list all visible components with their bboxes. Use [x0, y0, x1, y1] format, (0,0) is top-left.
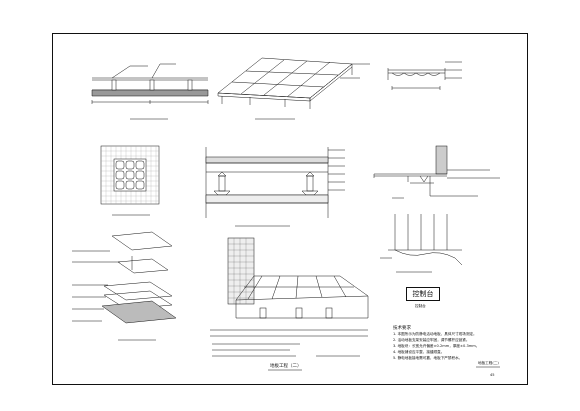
edge-section [387, 61, 462, 90]
cable-routing-diagram [380, 214, 463, 273]
note-line: 2. 活动地板支架安装应牢固，调节螺杆应锁紧。 [393, 338, 470, 342]
floor-section-elevation [91, 63, 209, 120]
isometric-floor [217, 57, 370, 120]
control-console-box: 控制台 [406, 287, 440, 301]
pedestal-section [205, 147, 345, 227]
exploded-panel-view [72, 231, 177, 341]
sheet-name: 地板工程(二) [478, 361, 499, 365]
notes-title: 技术要求 [393, 326, 411, 331]
room-perspective [210, 237, 369, 357]
sheet-number: 45 [490, 373, 495, 377]
wall-edge-detail [373, 145, 500, 199]
support-plan-grid [100, 145, 160, 216]
note-line: 5. 静电地板接地需可靠，地板下严禁积水。 [393, 356, 463, 360]
note-line: 4. 地板铺设应平整，接缝顺直。 [393, 350, 445, 354]
sheet-footer-title: 地板工程（二） [270, 364, 302, 369]
control-console-caption: 控制台 [415, 304, 426, 308]
control-console-label: 控制台 [412, 290, 434, 298]
note-line: 1. 本图所示为防静电活动地板，具体尺寸现场测定。 [393, 332, 477, 336]
note-line: 3. 地板块：长宽允许偏差±0.2mm，厚度±0.3mm。 [393, 344, 480, 348]
